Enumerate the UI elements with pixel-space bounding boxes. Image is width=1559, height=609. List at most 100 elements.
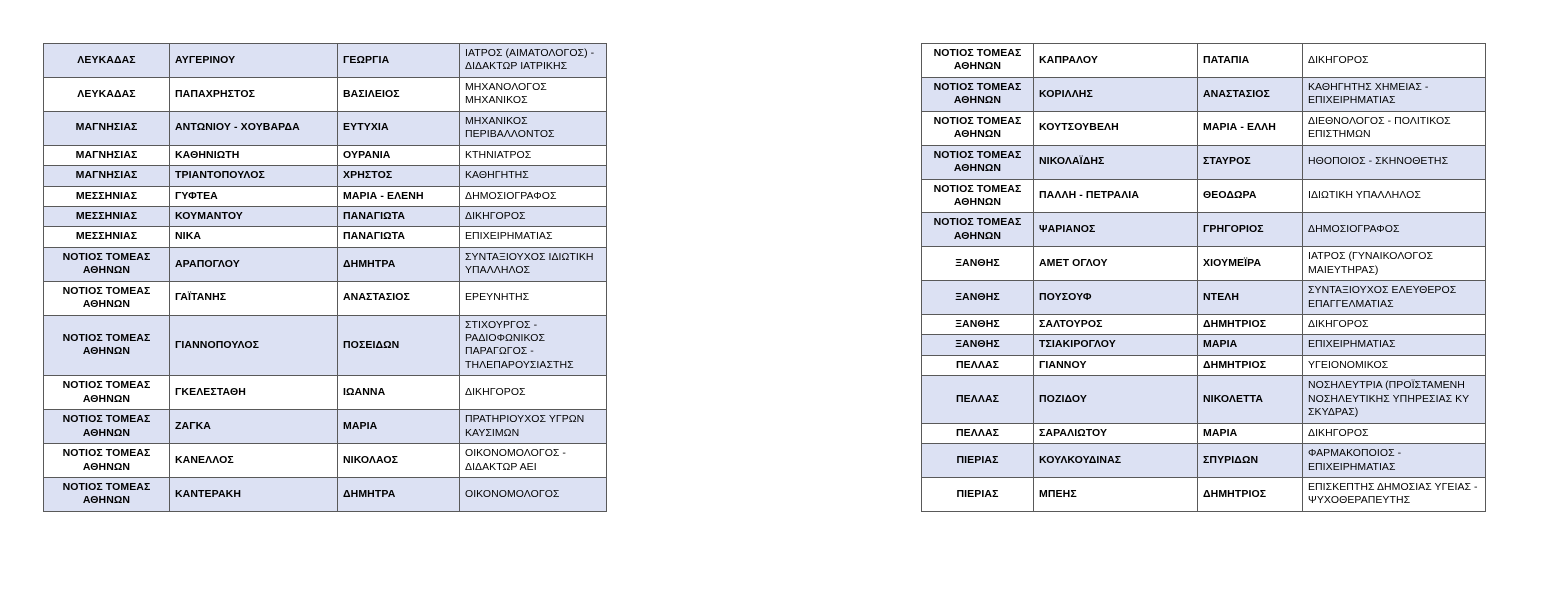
cell-last-name: ΝΙΚΑ: [169, 226, 338, 248]
cell-last-name: ΑΥΓΕΡΙΝΟΥ: [169, 43, 338, 78]
cell-region: ΞΑΝΘΗΣ: [921, 280, 1034, 315]
cell-region: ΝΟΤΙΟΣ ΤΟΜΕΑΣ ΑΘΗΝΩΝ: [921, 76, 1034, 112]
cell-last-name: ΓΙΑΝΝΟΠΟΥΛΟΣ: [169, 314, 338, 377]
cell-last-name: ΤΣΙΑΚΙΡΟΓΛΟΥ: [1033, 334, 1198, 356]
cell-profession: ΔΗΜΟΣΙΟΓΡΑΦΟΣ: [1302, 212, 1486, 248]
cell-profession: ΦΑΡΜΑΚΟΠΟΙΟΣ - ΕΠΙΧΕΙΡΗΜΑΤΙΑΣ: [1302, 443, 1486, 478]
cell-region: ΝΟΤΙΟΣ ΤΟΜΕΑΣ ΑΘΗΝΩΝ: [43, 476, 170, 512]
cell-first-name: ΟΥΡΑΝΙΑ: [337, 144, 460, 167]
cell-profession: ΟΙΚΟΝΟΜΟΛΟΓΟΣ: [459, 476, 607, 512]
cell-region: ΝΟΤΙΟΣ ΤΟΜΕΑΣ ΑΘΗΝΩΝ: [43, 280, 170, 316]
cell-profession: ΜΗΧΑΝΙΚΟΣ ΠΕΡΙΒΑΛΛΟΝΤΟΣ: [459, 110, 607, 146]
cell-profession: ΣΥΝΤΑΞΙΟΥΧΟΣ ΙΔΙΩΤΙΚΗ ΥΠΑΛΛΗΛΟΣ: [459, 246, 607, 282]
cell-last-name: ΓΑΪΤΑΝΗΣ: [169, 280, 338, 316]
cell-region: ΛΕΥΚΑΔΑΣ: [43, 76, 170, 112]
cell-region: ΠΕΛΛΑΣ: [921, 375, 1034, 424]
cell-region: ΝΟΤΙΟΣ ΤΟΜΕΑΣ ΑΘΗΝΩΝ: [921, 178, 1034, 214]
cell-first-name: ΔΗΜΗΤΡΙΟΣ: [1197, 476, 1303, 512]
cell-first-name: ΘΕΟΔΩΡΑ: [1197, 178, 1303, 214]
cell-first-name: ΝΙΚΟΛΕΤΤΑ: [1197, 375, 1303, 424]
cell-first-name: ΔΗΜΗΤΡΑ: [337, 246, 460, 282]
cell-profession: ΕΠΙΣΚΕΠΤΗΣ ΔΗΜΟΣΙΑΣ ΥΓΕΙΑΣ - ΨΥΧΟΘΕΡΑΠΕΥ…: [1302, 476, 1486, 512]
cell-first-name: ΓΕΩΡΓΙΑ: [337, 43, 460, 78]
cell-first-name: ΓΡΗΓΟΡΙΟΣ: [1197, 212, 1303, 248]
cell-last-name: ΚΑΝΕΛΛΟΣ: [169, 443, 338, 478]
cell-first-name: ΑΝΑΣΤΑΣΙΟΣ: [337, 280, 460, 316]
cell-profession: ΗΘΟΠΟΙΟΣ - ΣΚΗΝΟΘΕΤΗΣ: [1302, 144, 1486, 180]
cell-region: ΝΟΤΙΟΣ ΤΟΜΕΑΣ ΑΘΗΝΩΝ: [921, 212, 1034, 248]
cell-first-name: ΜΑΡΙΑ - ΕΛΕΝΗ: [337, 185, 460, 207]
cell-region: ΝΟΤΙΟΣ ΤΟΜΕΑΣ ΑΘΗΝΩΝ: [43, 314, 170, 377]
cell-last-name: ΑΝΤΩΝΙΟΥ - ΧΟΥΒΑΡΔΑ: [169, 110, 338, 146]
cell-profession: ΚΑΘΗΓΗΤΗΣ: [459, 165, 607, 187]
cell-first-name: ΜΑΡΙΑ: [337, 409, 460, 445]
cell-last-name: ΓΚΕΛΕΣΤΑΘΗ: [169, 375, 338, 411]
cell-region: ΞΑΝΘΗΣ: [921, 246, 1034, 282]
cell-region: ΝΟΤΙΟΣ ΤΟΜΕΑΣ ΑΘΗΝΩΝ: [43, 443, 170, 478]
cell-profession: ΔΙΚΗΓΟΡΟΣ: [459, 375, 607, 411]
cell-last-name: ΣΑΡΑΛΙΩΤΟΥ: [1033, 422, 1198, 445]
cell-first-name: ΧΡΗΣΤΟΣ: [337, 165, 460, 187]
cell-last-name: ΝΙΚΟΛΑΪΔΗΣ: [1033, 144, 1198, 180]
cell-first-name: ΠΟΣΕΙΔΩΝ: [337, 314, 460, 377]
cell-profession: ΙΑΤΡΟΣ (ΑΙΜΑΤΟΛΟΓΟΣ) - ΔΙΔΑΚΤΩΡ ΙΑΤΡΙΚΗΣ: [459, 43, 607, 78]
cell-first-name: ΣΠΥΡΙΔΩΝ: [1197, 443, 1303, 478]
cell-profession: ΔΙΚΗΓΟΡΟΣ: [1302, 43, 1486, 78]
cell-region: ΠΙΕΡΙΑΣ: [921, 476, 1034, 512]
cell-profession: ΜΗΧΑΝΟΛΟΓΟΣ ΜΗΧΑΝΙΚΟΣ: [459, 76, 607, 112]
cell-region: ΝΟΤΙΟΣ ΤΟΜΕΑΣ ΑΘΗΝΩΝ: [921, 144, 1034, 180]
cell-profession: ΔΙΚΗΓΟΡΟΣ: [1302, 422, 1486, 445]
cell-region: ΜΕΣΣΗΝΙΑΣ: [43, 226, 170, 248]
page-divider: [905, 0, 917, 609]
cell-region: ΝΟΤΙΟΣ ΤΟΜΕΑΣ ΑΘΗΝΩΝ: [43, 375, 170, 411]
cell-last-name: ΓΥΦΤΕΑ: [169, 185, 338, 207]
cell-first-name: ΔΗΜΗΤΡΑ: [337, 476, 460, 512]
cell-profession: ΕΡΕΥΝΗΤΗΣ: [459, 280, 607, 316]
cell-last-name: ΓΙΑΝΝΟΥ: [1033, 354, 1198, 377]
cell-region: ΝΟΤΙΟΣ ΤΟΜΕΑΣ ΑΘΗΝΩΝ: [43, 409, 170, 445]
cell-last-name: ΜΠΕΗΣ: [1033, 476, 1198, 512]
cell-last-name: ΚΑΝΤΕΡΑΚΗ: [169, 476, 338, 512]
cell-first-name: ΝΙΚΟΛΑΟΣ: [337, 443, 460, 478]
cell-first-name: ΠΑΝΑΓΙΩΤΑ: [337, 226, 460, 248]
cell-region: ΝΟΤΙΟΣ ΤΟΜΕΑΣ ΑΘΗΝΩΝ: [43, 246, 170, 282]
cell-region: ΠΕΛΛΑΣ: [921, 354, 1034, 377]
cell-last-name: ΚΑΠΡΑΛΟΥ: [1033, 43, 1198, 78]
cell-region: ΜΑΓΝΗΣΙΑΣ: [43, 144, 170, 167]
cell-region: ΜΕΣΣΗΝΙΑΣ: [43, 205, 170, 228]
cell-last-name: ΠΟΖΙΔΟΥ: [1033, 375, 1198, 424]
cell-last-name: ΠΑΛΛΗ - ΠΕΤΡΑΛΙΑ: [1033, 178, 1198, 214]
cell-last-name: ΑΡΑΠΟΓΛΟΥ: [169, 246, 338, 282]
cell-profession: ΚΤΗΝΙΑΤΡΟΣ: [459, 144, 607, 167]
cell-first-name: ΜΑΡΙΑ: [1197, 422, 1303, 445]
cell-last-name: ΚΑΘΗΝΙΩΤΗ: [169, 144, 338, 167]
cell-first-name: ΣΤΑΥΡΟΣ: [1197, 144, 1303, 180]
cell-region: ΠΙΕΡΙΑΣ: [921, 443, 1034, 478]
cell-region: ΛΕΥΚΑΔΑΣ: [43, 43, 170, 78]
cell-first-name: ΑΝΑΣΤΑΣΙΟΣ: [1197, 76, 1303, 112]
